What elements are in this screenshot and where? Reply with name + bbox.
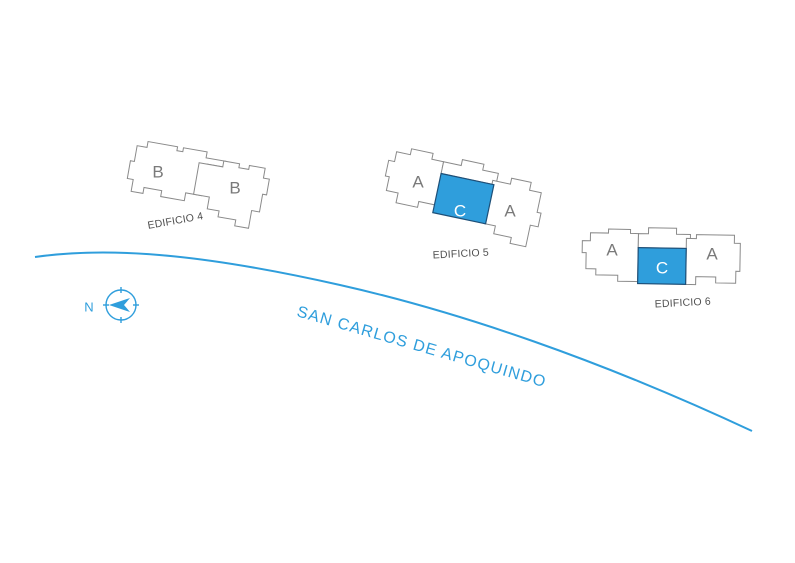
compass-north-label: N <box>84 300 93 315</box>
unit-a-right-outline[interactable] <box>685 234 741 286</box>
unit-c-selected[interactable] <box>432 172 495 225</box>
unit-label: A <box>504 202 516 221</box>
unit-label: C <box>454 202 466 221</box>
unit-a-right-outline[interactable] <box>481 175 547 249</box>
building-label: EDIFICIO 4 <box>147 210 204 232</box>
building-edificio-5: A C A EDIFICIO 5 <box>380 145 547 262</box>
unit-a-left-outline[interactable] <box>581 228 640 283</box>
unit-label: B <box>152 163 163 182</box>
building-edificio-4: B B EDIFICIO 4 <box>126 140 271 232</box>
building-edificio-6: A C A EDIFICIO 6 <box>581 227 741 311</box>
unit-label: C <box>656 259 668 278</box>
unit-label: B <box>229 179 240 198</box>
compass-icon <box>103 287 139 323</box>
unit-a-left-outline[interactable] <box>380 145 448 212</box>
street-name-label: SAN CARLOS DE APOQUINDO <box>295 304 548 392</box>
unit-b-right-outline[interactable] <box>189 157 271 231</box>
building-label: EDIFICIO 5 <box>432 247 489 262</box>
unit-label: A <box>706 245 718 264</box>
building-label: EDIFICIO 6 <box>654 296 711 311</box>
unit-c-top-outline[interactable] <box>637 227 691 249</box>
unit-c-selected[interactable] <box>637 246 687 286</box>
unit-label: A <box>606 241 618 260</box>
street-line <box>34 251 753 432</box>
compass: N <box>84 287 139 323</box>
unit-label: A <box>412 173 424 192</box>
